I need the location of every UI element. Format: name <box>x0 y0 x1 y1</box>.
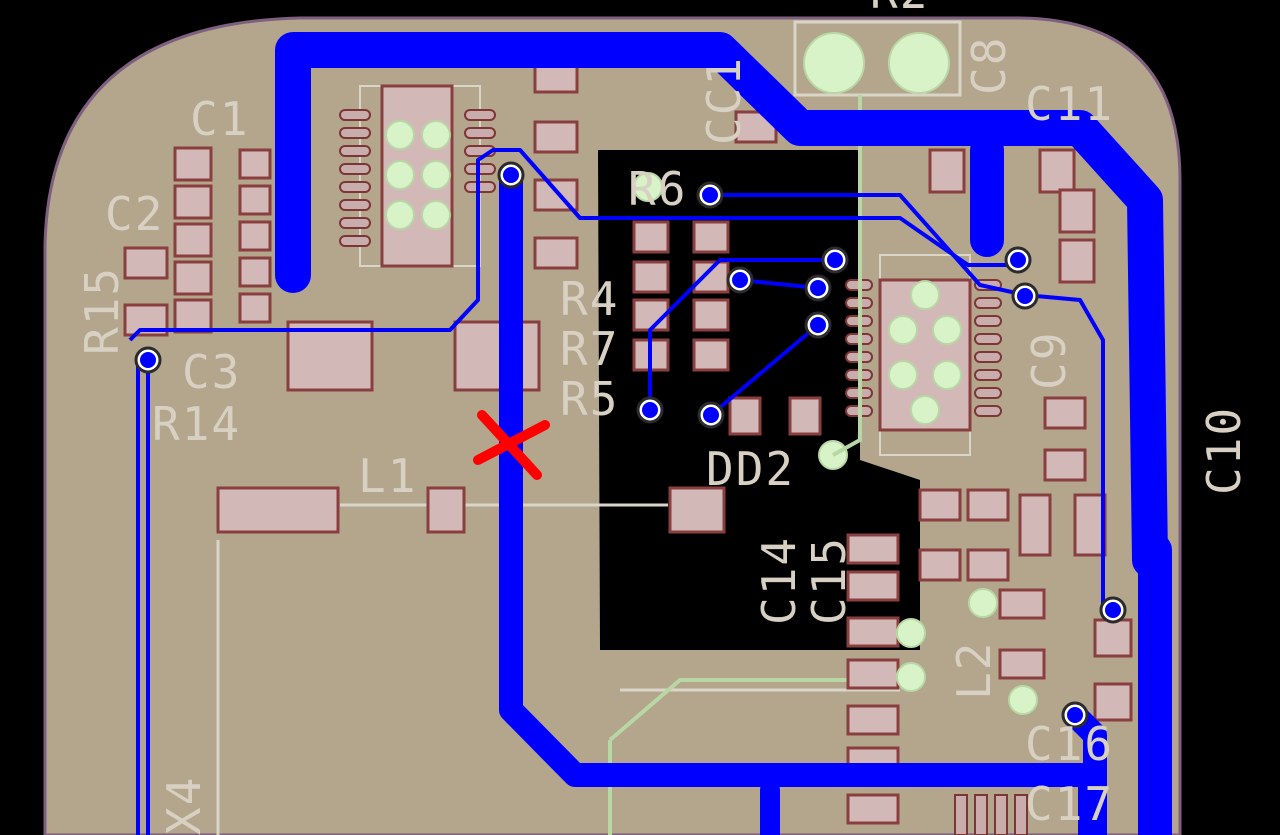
thru-hole-outline <box>608 678 900 835</box>
label-c9: C9 <box>1022 331 1076 390</box>
label-r2: R2 <box>870 0 929 19</box>
label-c2: C2 <box>105 187 164 241</box>
label-r4: R4 <box>560 272 619 326</box>
label-x4: X4 <box>157 776 211 835</box>
thru-trace <box>832 95 862 457</box>
pads-right[interactable] <box>918 148 1133 722</box>
label-r14: R14 <box>152 397 241 451</box>
label-c11: C11 <box>1025 77 1114 131</box>
silkscreen-labels: C1 C2 C3 R14 L1 DD2 R6 R4 R7 R5 R2 R15 X… <box>75 0 1251 835</box>
label-c3: C3 <box>182 345 241 399</box>
label-c15: C15 <box>802 536 856 625</box>
pads-left[interactable] <box>123 146 726 534</box>
label-l1: L1 <box>358 449 417 503</box>
label-dd2: DD2 <box>706 442 795 496</box>
label-r7: R7 <box>560 322 619 376</box>
copper-traces-thick[interactable] <box>275 32 1172 835</box>
label-c1: C1 <box>190 92 249 146</box>
cross-mark-icon[interactable] <box>473 410 550 480</box>
label-r5: R5 <box>560 372 619 426</box>
label-c8: C8 <box>962 36 1016 95</box>
ic-u1[interactable] <box>339 84 496 268</box>
label-cc1: CC1 <box>697 56 751 145</box>
label-c16: C16 <box>1025 717 1114 771</box>
label-l2: L2 <box>947 641 1001 700</box>
label-c14: C14 <box>752 536 806 625</box>
vias[interactable] <box>134 161 1127 729</box>
connector-pads[interactable] <box>846 533 1028 835</box>
label-r15: R15 <box>75 266 129 355</box>
label-c17: C17 <box>1025 777 1114 831</box>
label-r6: R6 <box>628 162 687 216</box>
label-c10: C10 <box>1197 406 1251 495</box>
